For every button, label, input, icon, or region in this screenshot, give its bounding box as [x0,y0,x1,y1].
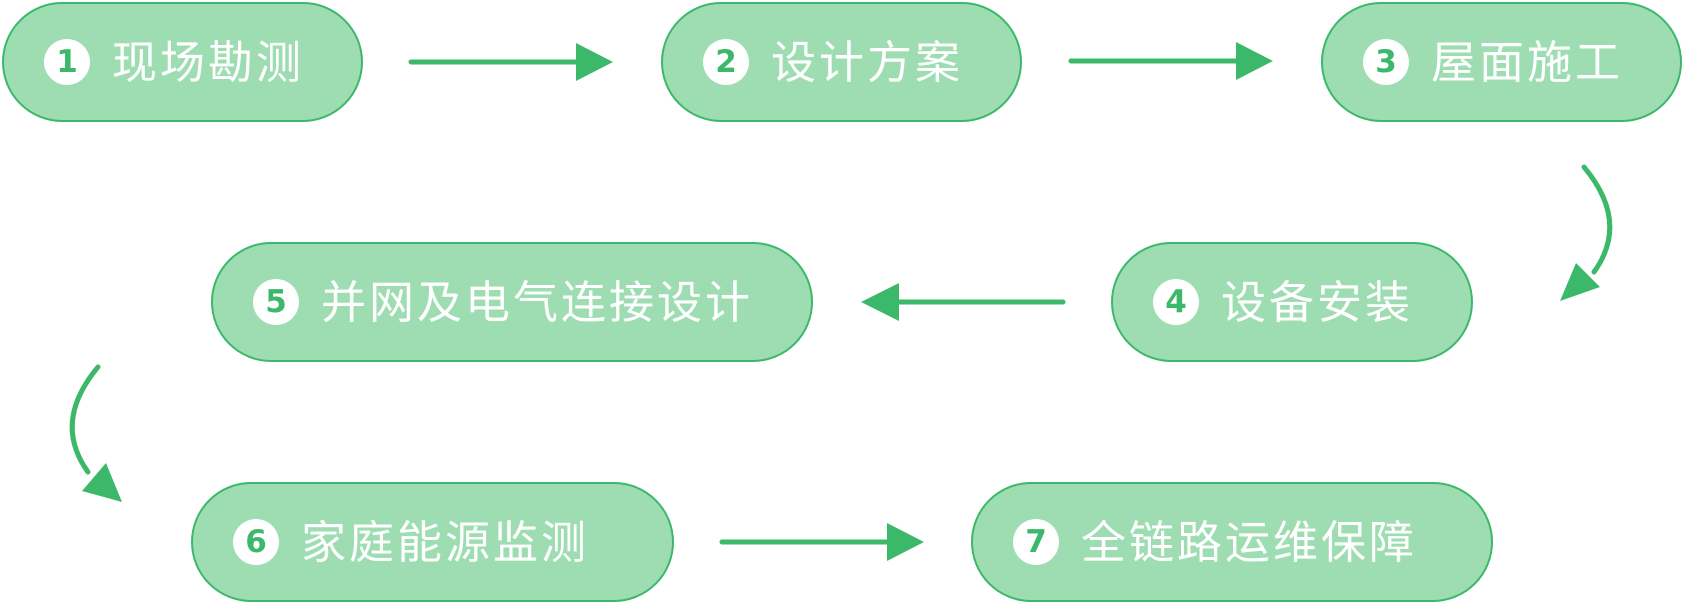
arrow-1-to-2 [408,43,613,81]
step-number-badge: 1 [44,39,90,85]
step-label: 设备安装 [1221,275,1414,329]
step-4-equipment-install: 4 设备安装 [1111,242,1473,362]
step-2-design: 2 设计方案 [661,2,1022,122]
step-label: 现场勘测 [112,35,305,89]
step-number-badge: 2 [703,39,749,85]
step-label: 全链路运维保障 [1081,515,1418,569]
arrow-5-to-6-curved [69,364,122,502]
step-label: 屋面施工 [1431,35,1624,89]
step-7-full-maintenance: 7 全链路运维保障 [971,482,1493,602]
step-3-roof-construction: 3 屋面施工 [1321,2,1682,122]
step-label: 并网及电气连接设计 [321,275,754,329]
step-number-badge: 5 [253,279,299,325]
step-5-grid-connection: 5 并网及电气连接设计 [211,242,813,362]
arrow-6-to-7 [719,523,924,561]
arrow-4-to-5 [861,283,1066,321]
step-6-energy-monitoring: 6 家庭能源监测 [191,482,674,602]
arrow-2-to-3 [1068,42,1273,80]
step-1-survey: 1 现场勘测 [2,2,363,122]
step-label: 设计方案 [771,35,964,89]
step-number-badge: 7 [1013,519,1059,565]
step-number-badge: 3 [1363,39,1409,85]
step-number-badge: 6 [233,519,279,565]
step-number-badge: 4 [1153,279,1199,325]
arrow-3-to-4-curved [1560,164,1613,301]
step-label: 家庭能源监测 [301,515,590,569]
